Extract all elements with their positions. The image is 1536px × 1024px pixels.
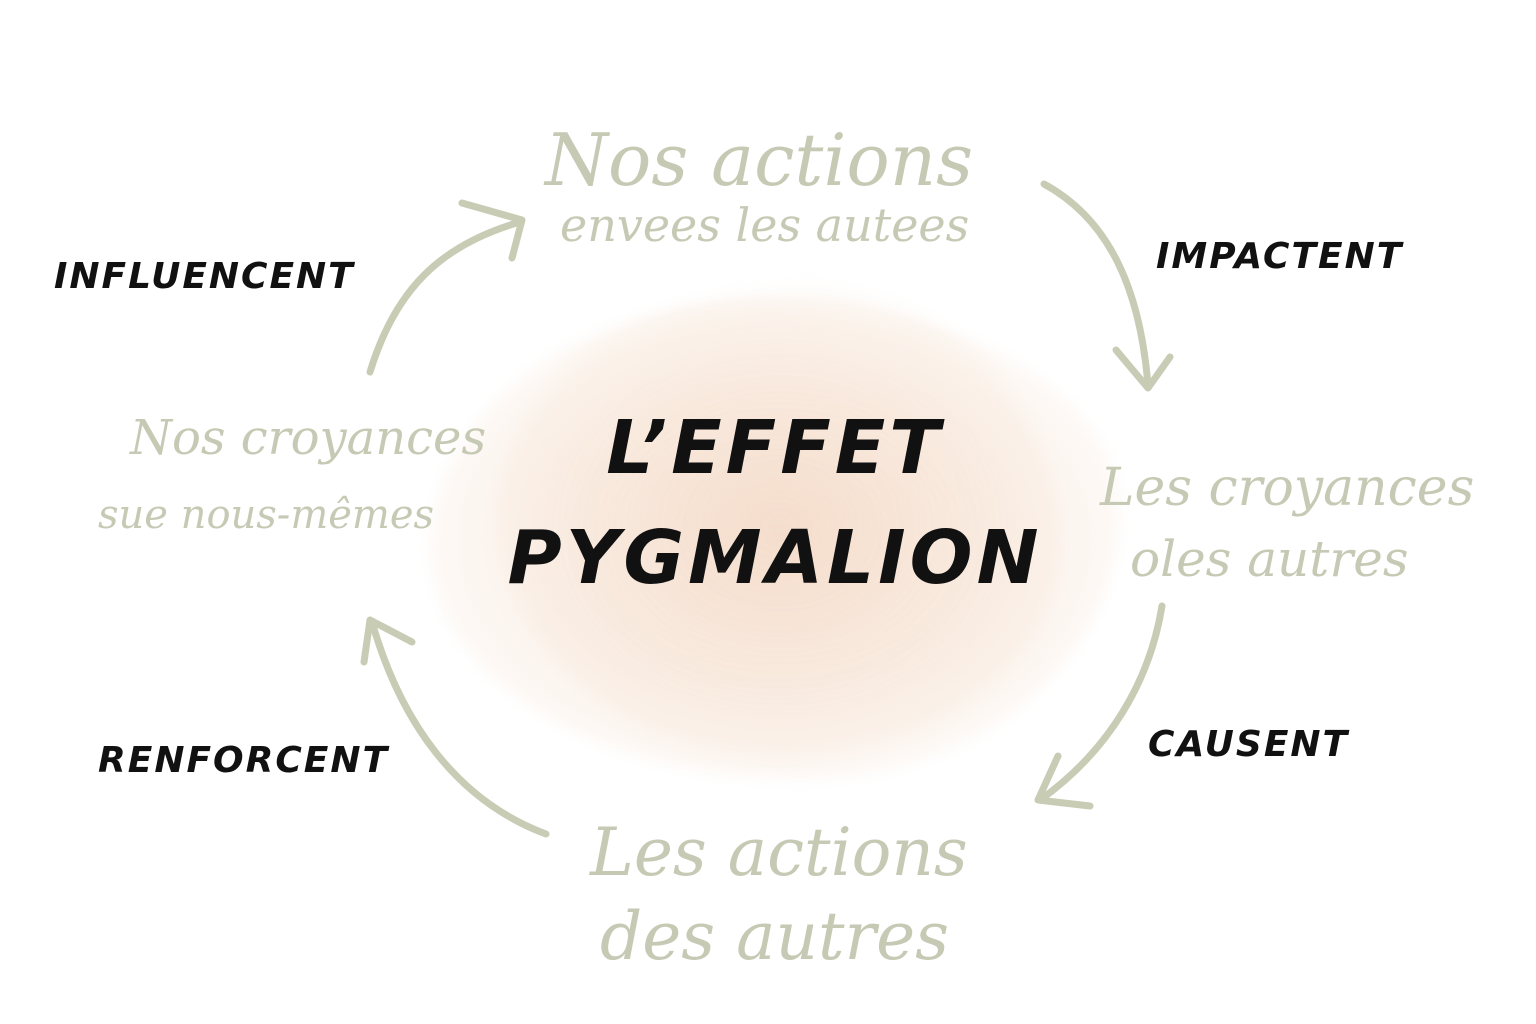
node-left-line-1: Nos croyances (130, 410, 487, 466)
verb-causent: CAUSENT (1148, 724, 1350, 765)
watercolor-blob (430, 300, 1120, 780)
verb-impactent: IMPACTENT (1156, 236, 1404, 277)
node-right-line-1: Les croyances (1100, 458, 1475, 518)
arrow-top-to-right-icon (1040, 180, 1152, 389)
arrow-left-to-top-icon (366, 218, 524, 376)
node-top-line-2: envees les autees (560, 198, 970, 252)
arrow-bottom-to-left-head-icon (360, 616, 416, 666)
node-bottom-line-2: des autres (600, 898, 950, 975)
node-left-line-2: sue nous-mêmes (98, 492, 435, 538)
watercolor-blob-inner (500, 290, 1060, 760)
node-top-line-1: Nos actions (545, 118, 974, 202)
verb-renforcent: RENFORCENT (98, 740, 390, 781)
node-bottom-line-1: Les actions (590, 814, 968, 891)
title-line-2: PYGMALION (507, 515, 1043, 601)
verb-influencent: INFLUENCENT (54, 256, 355, 297)
arrow-right-to-bottom-head-icon (1034, 752, 1094, 810)
arrow-top-to-right-head-icon (1112, 346, 1174, 392)
title-line-1: L’EFFET (606, 405, 944, 491)
arrow-left-to-top-head-icon (458, 199, 526, 262)
node-right-line-2: oles autres (1130, 530, 1409, 588)
arrow-bottom-to-left-icon (368, 618, 550, 838)
arrow-right-to-bottom-icon (1036, 602, 1166, 804)
